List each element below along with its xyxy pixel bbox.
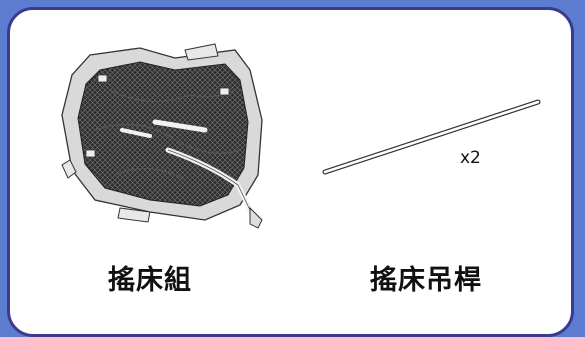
parts-illustration — [61, 43, 541, 229]
crib-hanging-rod-icon — [322, 99, 541, 175]
crib-mattress-net-icon — [61, 43, 263, 229]
crib-set-label: 搖床組 — [108, 265, 192, 296]
crib-rod-label: 搖床吊桿 — [370, 265, 482, 296]
rod-quantity: x2 — [460, 148, 481, 168]
